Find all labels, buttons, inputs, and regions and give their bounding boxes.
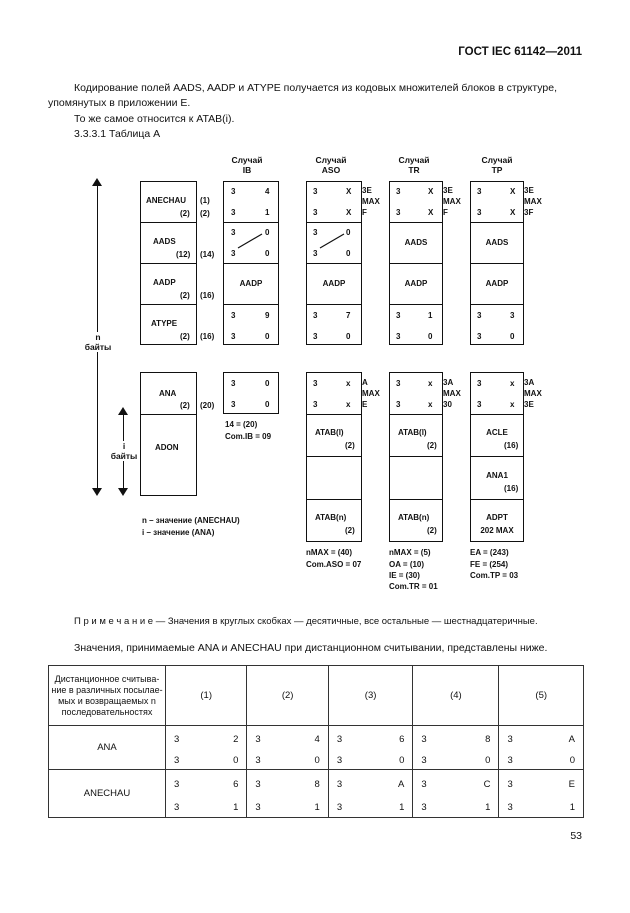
field-aads: AADS — [153, 237, 176, 246]
field-adon: ADON — [155, 443, 179, 452]
diagonal-line-icon — [319, 233, 345, 249]
legend-i: i – значение (ANA) — [142, 528, 215, 537]
field-atype: ATYPE — [151, 319, 178, 328]
note-text: П р и м е ч а н и е — Значения в круглых… — [74, 616, 538, 627]
field-anechau: ANECHAU — [146, 196, 186, 205]
left-structure-bottom — [140, 372, 197, 496]
page-number: 53 — [570, 830, 582, 842]
row-label: ANECHAU — [48, 769, 166, 818]
row-label: ANA — [48, 725, 166, 770]
intro-line-3: То же самое относится к ATAB(i). — [74, 113, 235, 125]
column-header: (2) — [246, 665, 329, 726]
table-header-row: Дистанционное считыва- ние в различных п… — [48, 665, 584, 726]
document-code: ГОСТ IEC 61142—2011 — [458, 46, 582, 58]
table-intro: Значения, принимаемые ANA и ANECHAU при … — [74, 642, 548, 654]
arrow-up-icon — [118, 407, 128, 415]
values-table: Дистанционное считыва- ние в различных п… — [48, 665, 584, 818]
column-header: (4) — [412, 665, 500, 726]
diagonal-line-icon — [237, 233, 263, 249]
intro-line-2: упомянутых в приложении Е. — [48, 97, 191, 109]
column-header: (1) — [164, 665, 248, 726]
arrow-down-icon — [92, 488, 102, 496]
arrow-down-icon — [118, 488, 128, 496]
field-ana: ANA — [159, 389, 177, 398]
ib-structure-ana — [223, 372, 279, 414]
section-title: 3.3.3.1 Таблица А — [74, 128, 161, 140]
field-aadp: AADP — [153, 278, 176, 287]
arrow-up-icon — [92, 178, 102, 186]
table-header-cell: Дистанционное считыва- ние в различных п… — [48, 665, 166, 726]
column-header: (5) — [498, 665, 584, 726]
intro-line-1: Кодирование полей AADS, AADP и ATYPE пол… — [74, 82, 557, 94]
column-header: (3) — [327, 665, 414, 726]
legend-n: n – значение (ANECHAU) — [142, 516, 240, 525]
